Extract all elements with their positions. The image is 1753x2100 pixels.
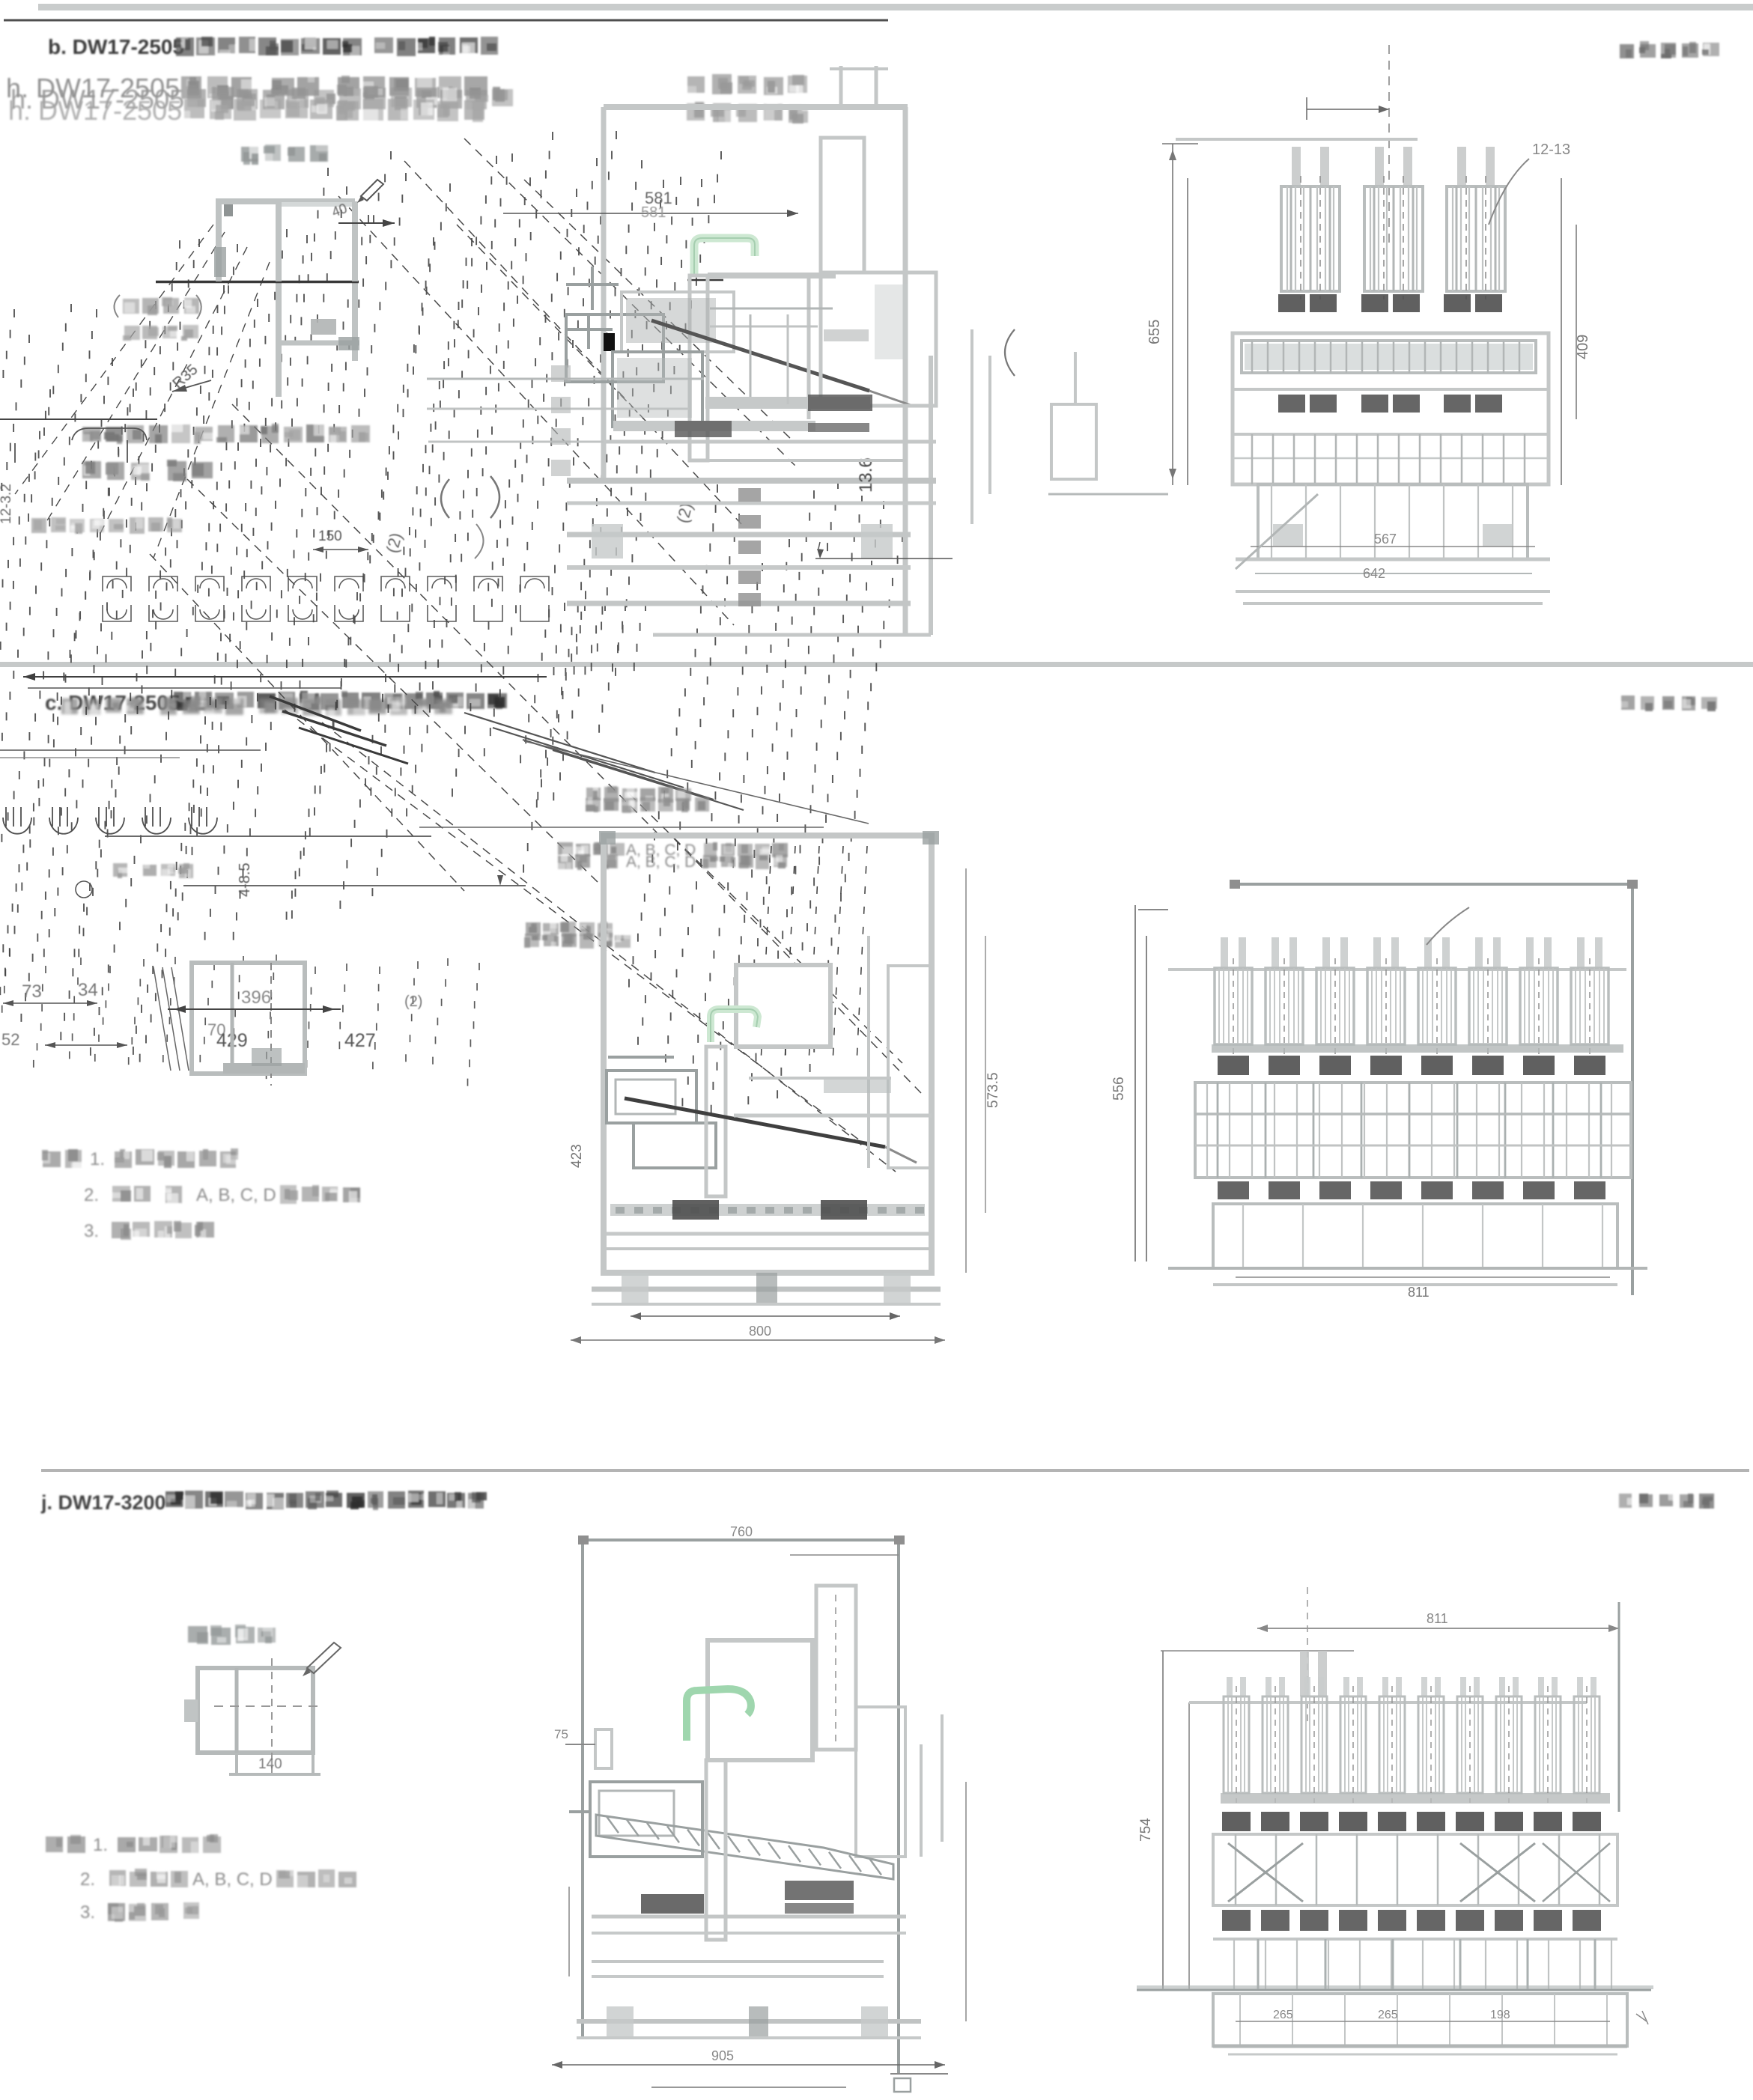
svg-text:581: 581 bbox=[645, 189, 672, 207]
svg-text:427: 427 bbox=[344, 1030, 376, 1051]
svg-text:754: 754 bbox=[1138, 1818, 1154, 1842]
svg-text:A, B, C, D: A, B, C, D bbox=[626, 841, 696, 859]
svg-text:73: 73 bbox=[22, 981, 42, 1002]
svg-text:52: 52 bbox=[1, 1030, 19, 1049]
svg-text:12-3.2: 12-3.2 bbox=[0, 484, 14, 524]
svg-text:h. DW17-2505: h. DW17-2505 bbox=[6, 73, 180, 103]
svg-text:13.6: 13.6 bbox=[856, 457, 876, 493]
svg-text:12-13: 12-13 bbox=[1532, 141, 1570, 158]
svg-text:760: 760 bbox=[730, 1524, 753, 1539]
svg-text:581: 581 bbox=[641, 204, 666, 221]
svg-text:556: 556 bbox=[1111, 1077, 1127, 1101]
svg-text:4-8.5: 4-8.5 bbox=[237, 862, 253, 897]
svg-text:A, B, C, D: A, B, C, D bbox=[196, 1185, 276, 1205]
svg-text:(2): (2) bbox=[404, 993, 422, 1010]
svg-text:1.: 1. bbox=[93, 1835, 108, 1855]
svg-text:A, B, C, D: A, B, C, D bbox=[626, 853, 696, 871]
svg-text:198: 198 bbox=[1490, 2009, 1510, 2021]
svg-text:b. DW17-2505: b. DW17-2505 bbox=[48, 35, 184, 58]
svg-text:800: 800 bbox=[749, 1324, 771, 1339]
svg-text:811: 811 bbox=[1427, 1611, 1448, 1626]
svg-text:140: 140 bbox=[258, 1756, 282, 1772]
svg-text:A, B, C, D: A, B, C, D bbox=[192, 1869, 273, 1890]
svg-text:811: 811 bbox=[1408, 1285, 1430, 1300]
svg-text:396: 396 bbox=[241, 987, 271, 1008]
svg-text:75: 75 bbox=[554, 1727, 568, 1741]
svg-text:j. DW17-3200: j. DW17-3200 bbox=[40, 1491, 166, 1514]
svg-text:265: 265 bbox=[1378, 2009, 1398, 2021]
svg-text:423: 423 bbox=[569, 1144, 585, 1168]
svg-text:34: 34 bbox=[78, 980, 98, 1000]
svg-text:2.: 2. bbox=[80, 1869, 95, 1890]
svg-text:h. DW17-2505: h. DW17-2505 bbox=[10, 84, 184, 115]
svg-text:567: 567 bbox=[1374, 532, 1397, 547]
svg-text:409: 409 bbox=[1575, 335, 1591, 359]
svg-text:905: 905 bbox=[711, 2048, 734, 2063]
svg-text:2.: 2. bbox=[84, 1185, 99, 1205]
svg-text:265: 265 bbox=[1273, 2009, 1293, 2021]
svg-text:655: 655 bbox=[1146, 320, 1163, 344]
svg-text:h. DW17-2505: h. DW17-2505 bbox=[8, 95, 182, 126]
svg-text:642: 642 bbox=[1363, 566, 1385, 581]
svg-text:1.: 1. bbox=[90, 1149, 105, 1169]
svg-text:150: 150 bbox=[318, 529, 342, 544]
svg-text:3.: 3. bbox=[84, 1221, 99, 1241]
svg-text:573.5: 573.5 bbox=[985, 1072, 1001, 1108]
svg-text:70: 70 bbox=[207, 1020, 225, 1039]
svg-text:3.: 3. bbox=[80, 1902, 95, 1923]
